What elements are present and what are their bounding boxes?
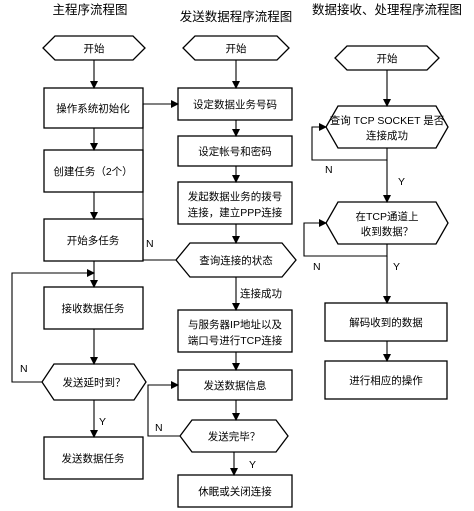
send-done-label: 发送完毕？ <box>208 430 261 443</box>
send-query-no-label: N <box>146 238 154 250</box>
send-server-connect-label-line2: 端口号进行TCP连接 <box>188 334 283 347</box>
recv-process-action: 进行相应的操作 <box>324 360 448 400</box>
send-sleep-close-label: 休眠或关闭连接 <box>198 485 272 498</box>
send-edge-query-no-loop <box>142 100 179 261</box>
main-receive-task-process: 接收数据任务 <box>43 286 144 330</box>
recv-query-socket-label-line1: 查询 TCP SOCKET 是否 <box>330 114 445 127</box>
send-set-account-label: 设定帐号和密码 <box>198 145 272 158</box>
main-yes-label: Y <box>99 416 106 428</box>
send-sleep-close-process: 休眠或关闭连接 <box>177 474 293 508</box>
recv-start-terminator: 开始 <box>334 45 440 71</box>
main-os-init-process: 操作系统初始化 <box>43 87 144 129</box>
recv-start-label: 开始 <box>377 52 398 65</box>
send-query-state-label: 查询连接的状态 <box>199 254 273 267</box>
recv-tcp-data-decision: 在TCP通道上 收到数据？ <box>325 201 449 245</box>
send-done-decision: 发送完毕？ <box>179 419 289 453</box>
recv-tcp-data-label-line1: 在TCP通道上 <box>356 210 419 223</box>
recv-query-socket-decision: 查询 TCP SOCKET 是否 连接成功 <box>325 105 449 149</box>
receive-program-flowchart: 数据接收、处理程序流程图 开始 查询 TCP SOCKET 是否 连接成功 在T… <box>303 2 462 400</box>
send-server-connect-process: 与服务器IP地址以及 端口号进行TCP连接 <box>177 309 293 353</box>
main-timer-decision: 发送延时到？ <box>41 363 147 401</box>
send-done-no-label: N <box>155 422 163 434</box>
main-create-tasks-label: 创建任务（2个） <box>53 165 132 178</box>
recv-process-action-label: 进行相应的操作 <box>349 374 423 387</box>
send-set-account-process: 设定帐号和密码 <box>177 135 293 167</box>
send-info-process: 发送数据信息 <box>177 369 293 401</box>
send-query-state-decision: 查询连接的状态 <box>175 242 297 278</box>
recv-tcp-no-label: N <box>313 261 321 273</box>
main-start-multitask-process: 开始多任务 <box>43 218 144 262</box>
recv-edge-tcp-no-loop <box>303 219 388 257</box>
recv-edge-socket-no-loop <box>311 123 388 161</box>
main-start-multitask-label: 开始多任务 <box>67 234 120 247</box>
send-connected-label: 连接成功 <box>240 287 282 300</box>
send-server-connect-label-line1: 与服务器IP地址以及 <box>188 318 282 331</box>
send-info-label: 发送数据信息 <box>204 379 267 392</box>
main-create-tasks-process: 创建任务（2个） <box>43 149 144 193</box>
main-edge-decision-no-loop <box>11 269 95 383</box>
main-no-label: N <box>20 363 28 375</box>
send-done-yes-label: Y <box>249 459 256 471</box>
recv-tcp-data-label-line2: 收到数据？ <box>361 225 414 238</box>
send-dial-label-line2: 连接，建立PPP连接 <box>188 206 283 219</box>
recv-socket-yes-label: Y <box>398 176 405 188</box>
send-dial-process: 发起数据业务的拨号 连接，建立PPP连接 <box>177 181 293 225</box>
main-send-task-label: 发送数据任务 <box>62 452 125 465</box>
main-receive-task-label: 接收数据任务 <box>62 302 125 315</box>
recv-decode-label: 解码收到的数据 <box>349 316 423 329</box>
send-program-flowchart: 发送数据程序流程图 开始 设定数据业务号码 设定帐号和密码 发起数据业务的拨号 … <box>142 9 297 508</box>
recv-query-socket-label-line2: 连接成功 <box>366 129 408 142</box>
send-set-service-label: 设定数据业务号码 <box>193 98 277 111</box>
main-program-flowchart: 主程序流程图 开始 操作系统初始化 创建任务（2个） 开始多任务 接收数据任务 … <box>11 2 147 480</box>
send-start-terminator: 开始 <box>182 35 290 61</box>
send-dial-label-line1: 发起数据业务的拨号 <box>188 190 283 203</box>
receive-flowchart-title: 数据接收、处理程序流程图 <box>312 2 462 17</box>
send-set-service-process: 设定数据业务号码 <box>177 87 293 121</box>
recv-decode-process: 解码收到的数据 <box>324 302 448 342</box>
main-timer-decision-label: 发送延时到？ <box>63 376 126 389</box>
send-edge-done-no-loop <box>147 381 180 437</box>
recv-socket-no-label: N <box>325 164 333 176</box>
main-os-init-label: 操作系统初始化 <box>56 102 130 115</box>
main-start-terminator: 开始 <box>42 35 146 61</box>
main-start-label: 开始 <box>84 42 105 55</box>
main-flowchart-title: 主程序流程图 <box>52 2 127 17</box>
main-send-task-process: 发送数据任务 <box>43 436 144 480</box>
send-flowchart-title: 发送数据程序流程图 <box>180 9 293 24</box>
recv-tcp-yes-label: Y <box>393 261 400 273</box>
send-start-label: 开始 <box>226 42 247 55</box>
